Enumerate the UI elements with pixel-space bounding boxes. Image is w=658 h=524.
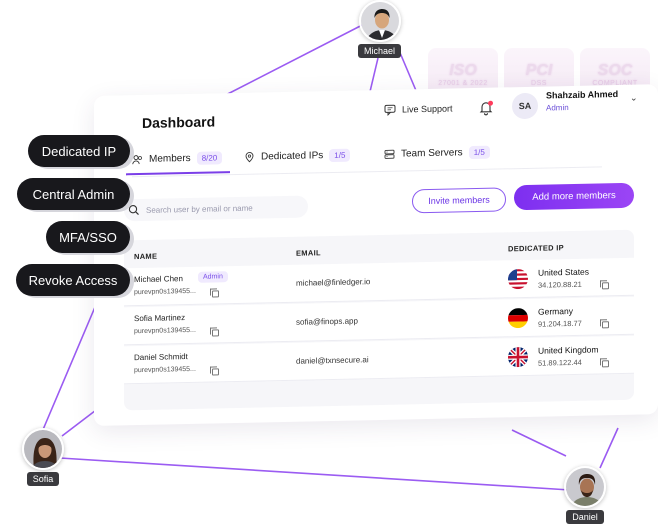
avatar xyxy=(564,466,606,508)
table-row[interactable]: Michael Chen Admin purevpn0s139455... mi… xyxy=(124,257,634,307)
feature-pill-dedicated-ip: Dedicated IP xyxy=(28,135,130,167)
column-header: EMAIL xyxy=(296,248,321,258)
user-role: Admin xyxy=(546,103,569,113)
member-id: purevpn0s139455... xyxy=(134,365,196,375)
copy-icon[interactable] xyxy=(212,290,219,298)
member-id: purevpn0s139455... xyxy=(134,287,196,297)
person-name: Daniel xyxy=(566,510,604,524)
member-email: sofia@finops.app xyxy=(296,316,358,327)
tab-label: Team Servers xyxy=(401,147,463,160)
chat-icon xyxy=(384,104,396,116)
search-icon xyxy=(128,205,139,216)
copy-icon[interactable] xyxy=(602,321,609,329)
live-support-label: Live Support xyxy=(402,103,453,115)
ip-address: 51.89.122.44 xyxy=(538,357,582,368)
dashboard-panel: Dashboard Live Support SA Shahzaib Ahmed… xyxy=(94,84,658,426)
users-icon xyxy=(132,155,142,165)
country-name: Germany xyxy=(538,305,573,317)
add-more-members-button[interactable]: Add more members xyxy=(514,182,634,211)
tab-count: 1/5 xyxy=(468,145,490,160)
connector-line xyxy=(511,429,567,457)
members-table: NAME EMAIL DEDICATED IP Michael Chen Adm… xyxy=(124,229,634,411)
member-email: daniel@txnsecure.ai xyxy=(296,355,369,366)
avatar xyxy=(358,0,401,42)
tab-count: 8/20 xyxy=(196,151,223,165)
chevron-down-icon[interactable]: ⌄ xyxy=(630,92,638,103)
notifications-button[interactable] xyxy=(478,100,494,116)
member-id: purevpn0s139455... xyxy=(134,326,196,336)
column-header: NAME xyxy=(134,251,158,262)
table-row[interactable]: Sofia Martinez purevpn0s139455... sofia@… xyxy=(124,296,634,346)
admin-badge: Admin xyxy=(198,271,228,283)
tab-members[interactable]: Members 8/20 xyxy=(132,151,223,166)
member-name: Sofia Martinez xyxy=(134,313,186,324)
feature-pill-revoke-access: Revoke Access xyxy=(16,264,130,296)
search-input[interactable]: Search user by email or name xyxy=(124,195,308,222)
top-bar: Dashboard Live Support SA Shahzaib Ahmed… xyxy=(94,84,658,136)
location-pin-icon xyxy=(245,151,254,163)
copy-icon[interactable] xyxy=(212,368,219,376)
feature-pill-mfa-sso: MFA/SSO xyxy=(46,221,130,253)
person-daniel: Daniel xyxy=(564,466,606,524)
member-email: michael@finledger.io xyxy=(296,277,371,288)
search-placeholder: Search user by email or name xyxy=(146,203,253,215)
connector-line xyxy=(211,19,373,103)
germany-flag-icon xyxy=(508,307,528,329)
ip-address: 91.204.18.77 xyxy=(538,318,582,329)
page-title: Dashboard xyxy=(142,113,216,131)
tab-bar: Members 8/20 Dedicated IPs 1/5 Team Serv… xyxy=(132,141,602,178)
tab-label: Dedicated IPs xyxy=(261,150,324,163)
connector-line xyxy=(59,457,571,491)
tab-count: 1/5 xyxy=(329,148,351,163)
invite-members-button[interactable]: Invite members xyxy=(412,187,506,214)
ip-address: 34.120.88.21 xyxy=(538,279,582,290)
avatar xyxy=(22,428,64,470)
uk-flag-icon xyxy=(508,346,528,368)
person-sofia: Sofia xyxy=(22,428,64,486)
us-flag-icon xyxy=(508,268,528,290)
tab-dedicated-ips[interactable]: Dedicated IPs 1/5 xyxy=(244,148,351,164)
user-name: Shahzaib Ahmed xyxy=(546,89,619,101)
copy-icon[interactable] xyxy=(602,360,609,368)
copy-icon[interactable] xyxy=(602,282,609,290)
member-name: Daniel Schmidt xyxy=(134,352,188,363)
server-icon xyxy=(384,149,395,159)
table-row[interactable]: Daniel Schmidt purevpn0s139455... daniel… xyxy=(124,335,634,385)
feature-pill-central-admin: Central Admin xyxy=(17,178,130,210)
country-name: United States xyxy=(538,266,590,278)
tab-label: Members xyxy=(149,152,191,165)
tab-team-servers[interactable]: Team Servers 1/5 xyxy=(384,145,490,161)
connector-line xyxy=(599,427,619,469)
person-name: Michael xyxy=(358,44,402,58)
connector-line xyxy=(41,299,99,433)
copy-icon[interactable] xyxy=(212,329,219,337)
person-name: Sofia xyxy=(26,472,60,486)
live-support-button[interactable]: Live Support xyxy=(384,102,453,116)
member-name: Michael Chen xyxy=(134,274,183,285)
user-avatar[interactable]: SA xyxy=(512,92,538,120)
country-name: United Kingdom xyxy=(538,344,599,356)
column-header: DEDICATED IP xyxy=(508,243,564,254)
person-michael: Michael xyxy=(358,0,402,58)
